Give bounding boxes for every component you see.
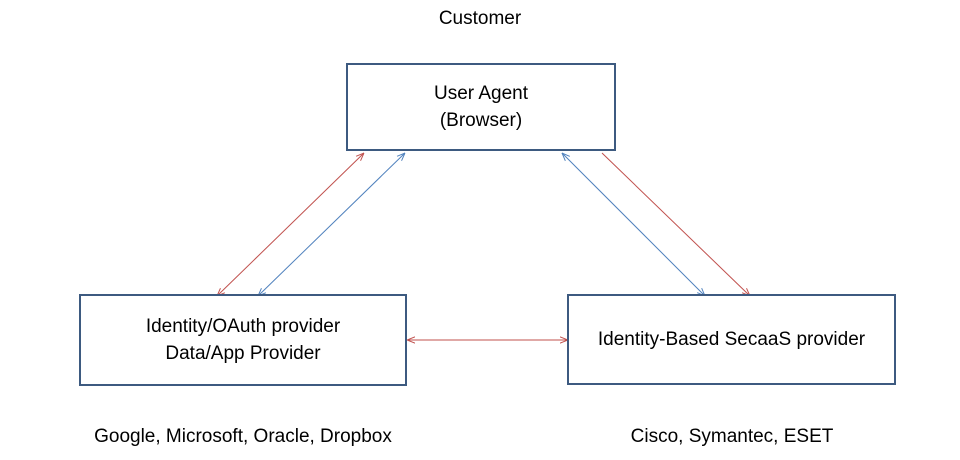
arrow-useragent-identity-red: [217, 153, 364, 296]
arrow-useragent-identity-blue: [258, 153, 405, 296]
arrow-useragent-secaas-red: [601, 152, 750, 296]
user-agent-box: User Agent (Browser): [346, 63, 616, 151]
identity-provider-examples: Google, Microsoft, Oracle, Dropbox: [94, 426, 392, 447]
secaas-provider-examples: Cisco, Symantec, ESET: [630, 426, 834, 447]
secaas-provider-box: Identity-Based SecaaS provider: [567, 294, 896, 385]
customer-label: Customer: [438, 8, 522, 29]
user-agent-title: User Agent: [434, 83, 528, 104]
identity-provider-subtitle: Data/App Provider: [165, 343, 321, 364]
identity-provider-box: Identity/OAuth provider Data/App Provide…: [79, 294, 407, 386]
secaas-provider-title: Identity-Based SecaaS provider: [597, 329, 866, 350]
user-agent-subtitle: (Browser): [439, 110, 523, 131]
identity-provider-title: Identity/OAuth provider: [145, 316, 341, 337]
arrow-useragent-secaas-blue: [562, 153, 705, 296]
